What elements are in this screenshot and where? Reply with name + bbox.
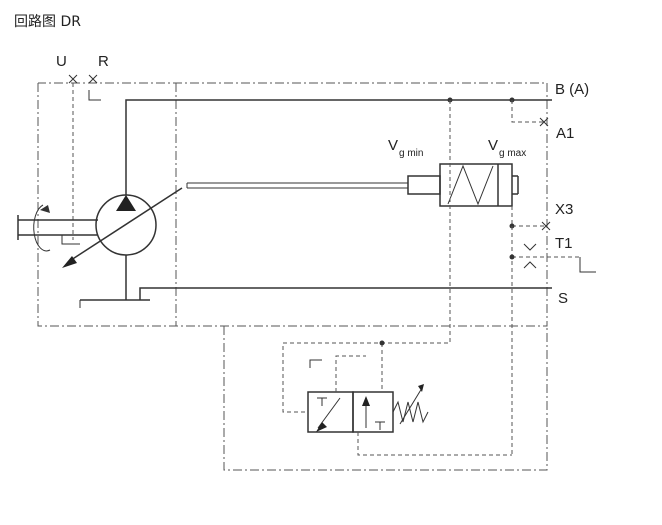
svg-text:V: V [488, 137, 498, 154]
port-a1-marker [511, 100, 549, 127]
label-vg-max: V g max [488, 137, 526, 159]
case-drain-symbol [61, 235, 80, 245]
control-valve-lines [309, 340, 512, 456]
servo-cylinder-icon [186, 163, 519, 207]
svg-text:g max: g max [499, 148, 526, 159]
port-t1-marker [509, 226, 596, 455]
label-s: S [558, 290, 568, 307]
svg-text:V: V [388, 137, 398, 154]
variable-displacement-pump-icon [62, 187, 183, 268]
label-vg-min: V g min [388, 137, 423, 159]
label-b-a: B (A) [555, 81, 589, 98]
port-u-marker [68, 74, 78, 240]
label-r: R [98, 53, 109, 70]
label-t1: T1 [555, 235, 573, 252]
label-u: U [56, 53, 67, 70]
control-valve-icon [307, 391, 394, 433]
housing-boundary [37, 82, 548, 471]
drive-shaft [17, 204, 98, 252]
spring-icon [392, 384, 429, 425]
suction-line-s [79, 255, 552, 308]
svg-text:g min: g min [399, 148, 423, 159]
port-r-marker [88, 74, 101, 101]
port-x3-marker [509, 206, 551, 231]
rotation-arrow-icon [40, 205, 50, 213]
label-x3: X3 [555, 201, 573, 218]
label-a1: A1 [556, 125, 574, 142]
diagram-title: 回路图 DR [14, 14, 81, 30]
pilot-line [282, 100, 451, 413]
